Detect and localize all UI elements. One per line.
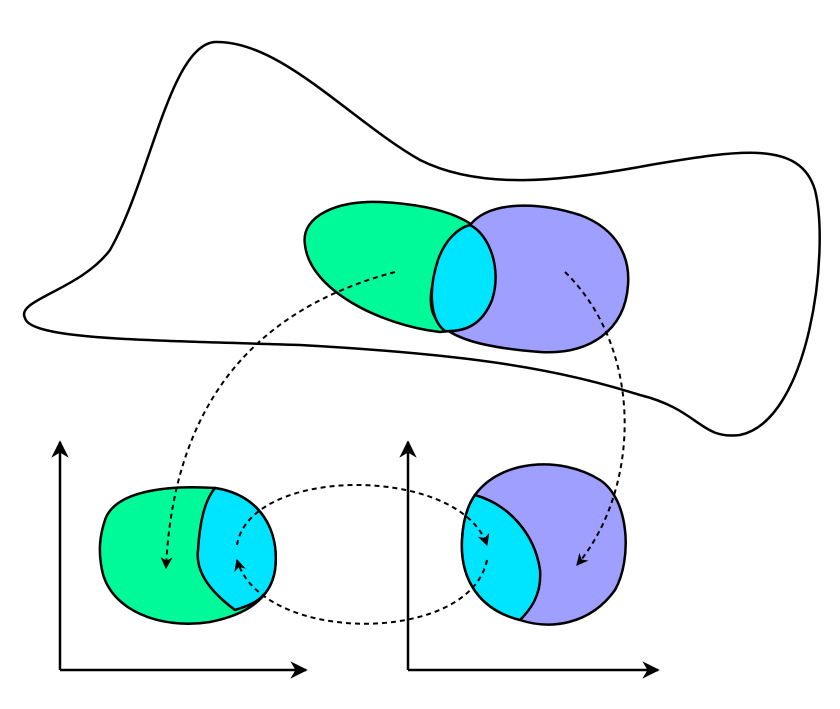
manifold-outline — [22, 40, 821, 437]
transition-map-backward-arrow — [234, 558, 488, 625]
chart-map-a-arrow — [160, 271, 396, 570]
transition-map-forward-arrow — [236, 484, 490, 547]
overlap-on-manifold — [430, 223, 497, 333]
overlap-left-chart-image — [196, 486, 277, 612]
chart-map-b-arrow — [564, 271, 626, 566]
overlap-right-chart-image — [460, 493, 542, 622]
